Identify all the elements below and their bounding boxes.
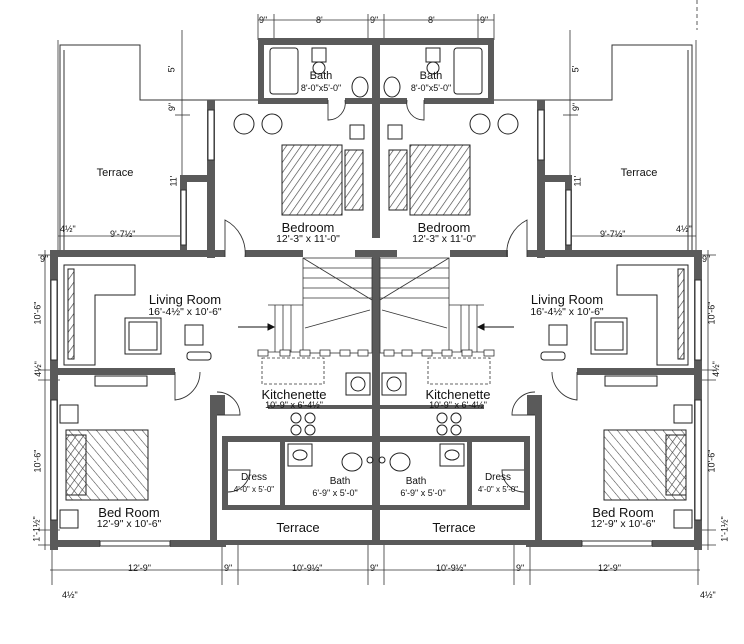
- dim-left-v3: 10'-6": [32, 449, 43, 473]
- living-room-right-dim: 16'-4½" x 10'-6": [530, 306, 604, 318]
- dress-right-dim: 4'-0" x 5'-0": [477, 485, 519, 494]
- kitchenette-right-label: Kitchenette: [425, 387, 491, 402]
- bedroom-left-dim: 12'-3" x 11'-0": [276, 233, 340, 245]
- bedroom-right-label: Bedroom: [417, 220, 471, 235]
- dim-bottom-2: 9": [224, 563, 233, 573]
- dim-wall-mark-right: 9": [702, 254, 711, 264]
- bath-bottom-right-label: Bath: [405, 476, 427, 487]
- dim-bottom-4: 9": [370, 563, 379, 573]
- dim-wall-mark-left: 9": [40, 254, 49, 264]
- windows: [50, 109, 702, 547]
- bath-bottom-right-dim: 6'-9" x 5'-0": [400, 488, 446, 498]
- dim-terrace-left-v2: 9": [167, 102, 178, 112]
- furniture: [59, 47, 693, 529]
- dim-terrace-right-v2: 9": [571, 102, 582, 112]
- bath-top-right-dim: 8'-0"x5'-0": [410, 83, 452, 93]
- dim-bottom-6: 9": [516, 563, 525, 573]
- dim-terrace-right-v1: 5': [570, 65, 581, 73]
- dress-right-label: Dress: [484, 472, 512, 483]
- dim-top-1: 9": [259, 15, 268, 25]
- dim-right-v2: 4½": [710, 361, 721, 377]
- bath-bottom-left-label: Bath: [329, 476, 351, 487]
- dim-right-v3: 10'-6": [706, 449, 717, 473]
- bath-top-right-label: Bath: [419, 70, 443, 82]
- dim-terrace-width-right: 9'-7½": [600, 229, 626, 239]
- dim-offset-right: 4½": [676, 224, 692, 234]
- dress-left-label: Dress: [240, 472, 268, 483]
- dim-terrace-right-v3: 11': [572, 175, 583, 187]
- bath-top-left-label: Bath: [309, 70, 333, 82]
- dim-left-v4: 1'-1½": [31, 516, 42, 542]
- bedroom-bottom-right-dim: 12'-9" x 10'-6": [590, 518, 656, 530]
- bedroom-bottom-right-label: Bed Room: [592, 505, 654, 520]
- dim-right-v1: 10'-6": [706, 301, 717, 325]
- dim-top-2: 8': [316, 15, 323, 25]
- dim-right-v4: 1'-1½": [719, 516, 730, 542]
- dim-terrace-width-left: 9'-7½": [110, 229, 136, 239]
- kitchenette-right-dim: 10'-9" x 6'-4½": [429, 400, 487, 410]
- living-room-right-label: Living Room: [530, 292, 604, 307]
- stair-posts: [257, 349, 495, 357]
- kitchenette-left-dim: 10'-9" x 6'-4½": [265, 400, 323, 410]
- terrace-bottom-left-label: Terrace: [276, 520, 320, 535]
- bedroom-right-dim: 12'-3" x 11'-0": [412, 233, 476, 245]
- dim-bottom-3: 10'-9½": [292, 563, 323, 573]
- terrace-bottom-right-label: Terrace: [432, 520, 476, 535]
- staircase: [268, 257, 484, 354]
- dn-arrows: [238, 323, 514, 331]
- dim-left-v2: 4½": [32, 361, 43, 377]
- bedroom-bottom-left-label: Bed Room: [98, 505, 160, 520]
- skylight-outlines: [261, 357, 491, 385]
- doors: [174, 99, 578, 493]
- dim-top-4: 8': [428, 15, 435, 25]
- bedroom-left-label: Bedroom: [281, 220, 335, 235]
- dim-terrace-left-v1: 5': [166, 65, 177, 73]
- bath-bottom-left-dim: 6'-9" x 5'-0": [312, 488, 358, 498]
- dim-top-3: 9": [370, 15, 379, 25]
- dim-bottom-5: 10'-9½": [436, 563, 467, 573]
- living-room-left-label: Living Room: [148, 292, 222, 307]
- dim-offset-left: 4½": [60, 224, 76, 234]
- bath-top-left-dim: 8'-0"x5'-0": [300, 83, 342, 93]
- dim-bottom-1: 12'-9": [128, 563, 151, 573]
- living-room-left-dim: 16'-4½" x 10'-6": [148, 306, 222, 318]
- dim-bottom-7: 12'-9": [598, 563, 621, 573]
- terrace-right-label: Terrace: [620, 167, 658, 179]
- kitchenette-left-label: Kitchenette: [261, 387, 327, 402]
- terrace-outlines: [59, 44, 693, 250]
- dim-top-5: 9": [480, 15, 489, 25]
- beds: [65, 144, 687, 501]
- terrace-left-label: Terrace: [96, 167, 134, 179]
- bedroom-bottom-left-dim: 12'-9" x 10'-6": [96, 518, 162, 530]
- dress-left-dim: 4'-0" x 5'-0": [233, 485, 275, 494]
- dim-left-v1: 10'-6": [32, 301, 43, 325]
- dim-bottom-corner-left: 4½": [62, 590, 78, 600]
- dim-terrace-left-v3: 11': [168, 175, 179, 187]
- dim-bottom-corner-right: 4½": [700, 590, 716, 600]
